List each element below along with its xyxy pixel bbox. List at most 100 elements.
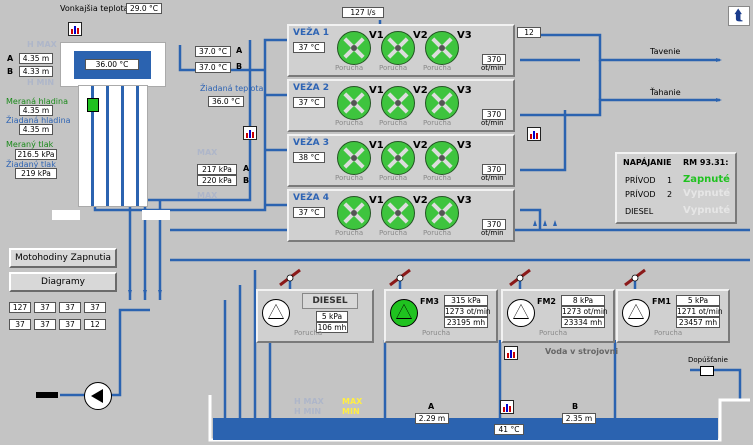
fan-label: V3 [457,30,472,41]
tower-hmax-label: H MAX [27,40,57,49]
summary-cell: 12 [84,319,106,330]
level-valve-icon[interactable] [87,98,99,112]
tower-foot-left [52,210,80,220]
pump-icon[interactable] [622,299,650,327]
summary-cell: 37 [34,302,56,313]
fan-label: V2 [413,85,428,96]
diagrams-button[interactable]: Diagramy [9,272,117,292]
tower-temp-value: 37 °C [293,42,325,53]
pressure-a-label: A [243,164,250,173]
box-12: 12 [517,27,541,38]
pump-icon[interactable] [262,299,290,327]
tower-rpm: 370 [482,164,506,175]
tower-rpm: 370 [482,219,506,230]
tower-foot-right [142,210,170,220]
chart-icon[interactable] [68,22,82,36]
fan-icon[interactable] [381,141,415,175]
fan-fault-label: Porucha [423,64,452,72]
refill-valve-icon[interactable] [700,366,714,376]
fan-icon[interactable] [425,196,459,230]
back-icon[interactable]: ⮬ [728,6,750,26]
fan-label: V1 [369,140,384,151]
pump-icon[interactable] [390,299,418,327]
power-panel: NAPÁJANIE RM 93.31: PRÍVOD 1 Zapnuté PRÍ… [615,152,737,224]
fan-fault-label: Porucha [379,64,408,72]
fan-icon[interactable] [337,141,371,175]
pressure-max-label: MAX [197,148,218,157]
pressure-b-label: B [243,176,250,185]
tower-temp-value: 37 °C [293,207,325,218]
motor-hours-button[interactable]: Motohodiny Zapnutia [9,248,117,268]
output-tavenie: Tavenie [650,47,681,56]
pump-value-3: 23334 mh [561,317,605,328]
pump-name: DIESEL [302,293,358,309]
summary-cell: 37 [34,319,56,330]
chart-icon[interactable] [527,127,541,141]
power-row-1-num: 1 [667,176,673,185]
power-row-2-num: 2 [667,190,673,199]
tower-temp-value: 37 °C [293,97,325,108]
fan-icon[interactable] [381,86,415,120]
fan-label: V2 [413,140,428,151]
basin-hmax: H MAX [294,397,324,406]
pump-value-1: 8 kPa [561,295,605,306]
tower-rpm-unit: ot/min [481,229,504,237]
pump-fault-label: Porucha [422,329,451,337]
fan-fault-label: Porucha [335,229,364,237]
flow-value: 127 l/s [342,7,384,18]
pump-name: FM1 [652,297,671,306]
fan-icon[interactable] [425,86,459,120]
desired-level-label: Žiadaná hladina [6,116,71,125]
aux-pump-icon[interactable] [84,382,112,410]
tower-hmin-label: H MIN [27,78,55,87]
chart-icon[interactable] [243,126,257,140]
power-row-3-label: DIESEL [625,207,654,216]
fan-fault-label: Porucha [423,174,452,182]
summary-cell: 127 [9,302,31,313]
tower-name: VEŽA 1 [293,28,329,38]
basin-max: MAX [342,397,363,406]
basin-min: MIN [342,407,360,416]
fan-icon[interactable] [425,141,459,175]
power-row-1-state: Zapnuté [683,174,730,185]
desired-temp-label: Žiadaná teplota [200,84,264,93]
fan-icon[interactable] [381,31,415,65]
tower-name: VEŽA 4 [293,193,329,203]
fan-fault-label: Porucha [335,174,364,182]
power-row-2-label: PRÍVOD [625,190,656,199]
pump-fault-label: Porucha [654,329,683,337]
fan-fault-label: Porucha [379,229,408,237]
fan-icon[interactable] [425,31,459,65]
pump-icon[interactable] [507,299,535,327]
summary-cell: 37 [9,319,31,330]
fan-icon[interactable] [381,196,415,230]
measured-level-value: 4.35 m [19,105,53,116]
basin-a-label: A [428,402,435,411]
fan-icon[interactable] [337,196,371,230]
fan-fault-label: Porucha [335,119,364,127]
measured-level-label: Meraná hladina [6,97,68,106]
desired-temp-value: 36.0 °C [208,96,244,107]
tower-a-label: A [7,54,14,63]
fan-icon[interactable] [337,86,371,120]
chart-icon[interactable] [500,400,514,414]
fan-label: V1 [369,30,384,41]
tower-b-label: B [7,67,14,76]
desired-level-value: 4.35 m [19,124,53,135]
chart-icon[interactable] [504,346,518,360]
pump-value-1: 5 kPa [676,295,720,306]
tower-name: VEŽA 2 [293,83,329,93]
summary-cell: 37 [59,319,81,330]
summary-cell: 37 [59,302,81,313]
fan-icon[interactable] [337,31,371,65]
fan-label: V2 [413,195,428,206]
pump-name: FM2 [537,297,556,306]
